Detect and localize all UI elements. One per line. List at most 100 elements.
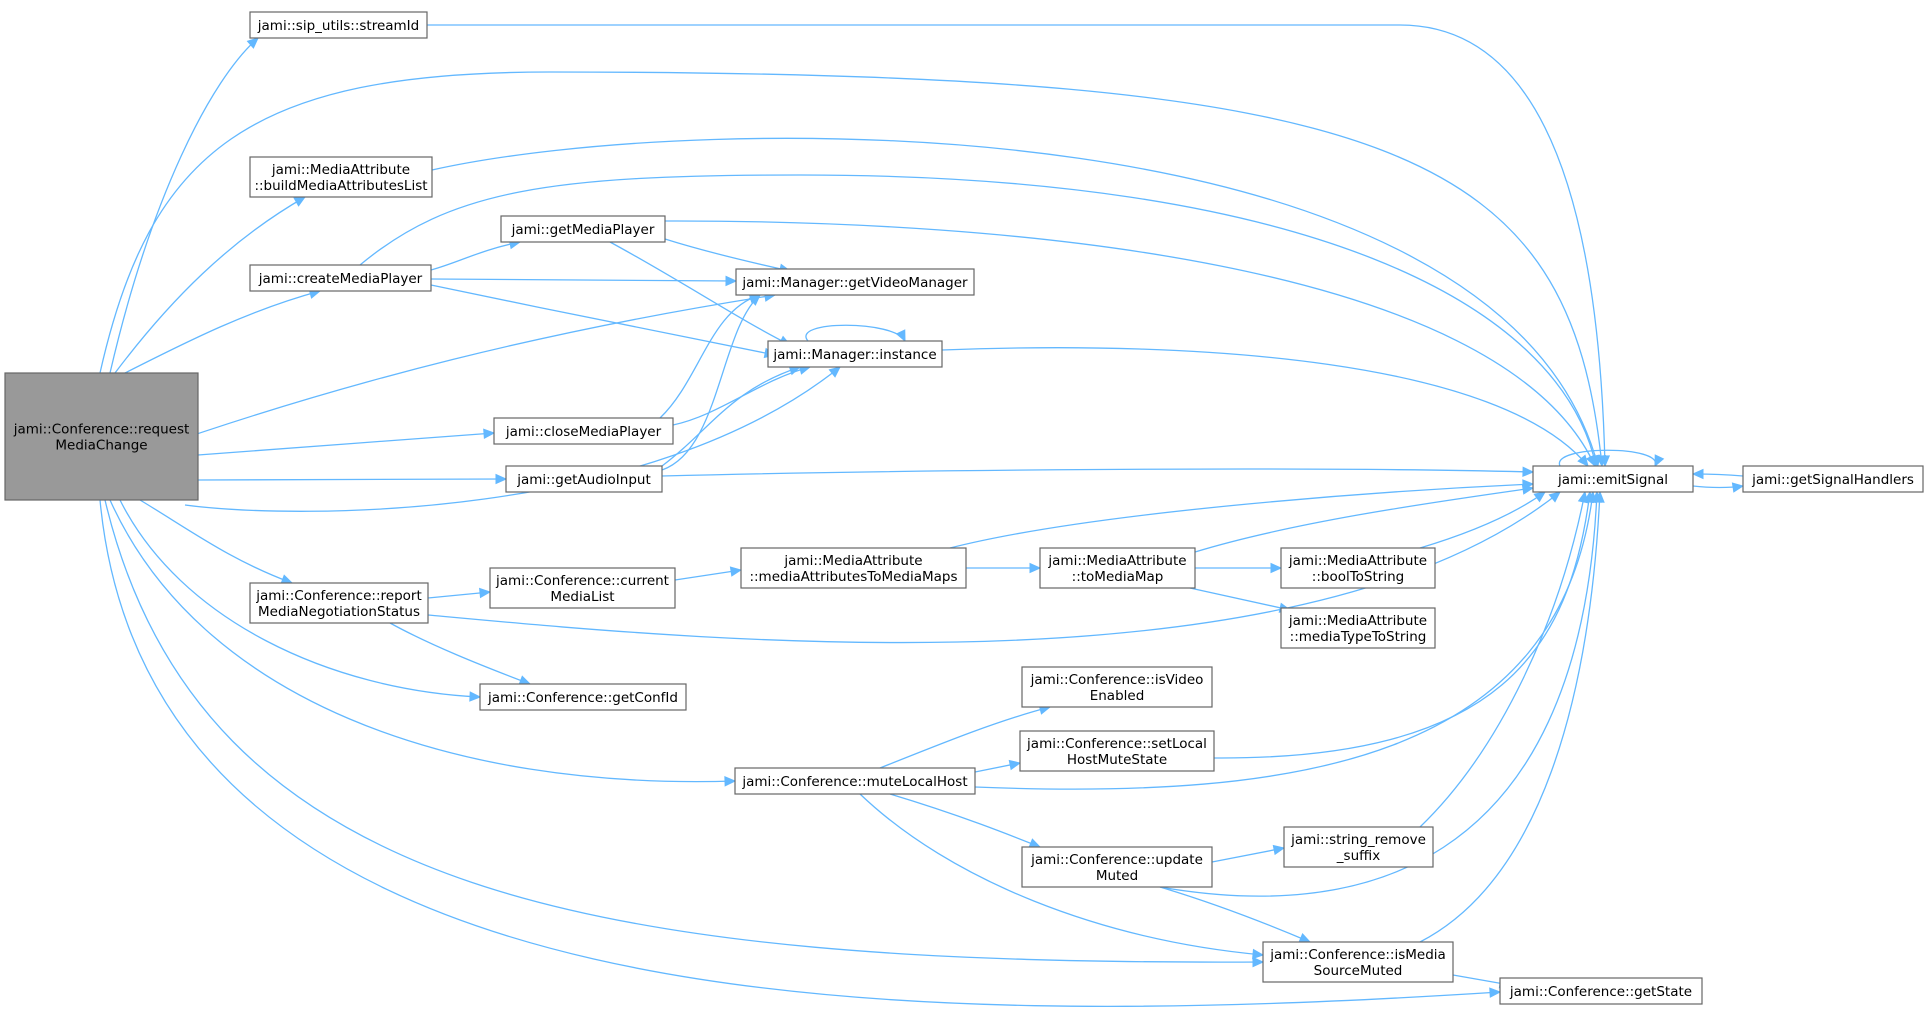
edge-instance-to-instance	[805, 324, 906, 343]
function-label: jami::MediaAttribute	[1047, 553, 1186, 569]
function-label: jami::Conference::update	[1030, 852, 1203, 868]
function-node[interactable]: jami::Manager::instance	[767, 340, 943, 368]
edge-root-to-isMSMuted	[104, 499, 1265, 968]
edge-root-to-getConfId	[119, 499, 482, 702]
function-label: jami::Conference::getState	[1509, 984, 1692, 1000]
edge-toMM-to-mtToStr	[1189, 587, 1292, 613]
function-node[interactable]: jami::string_remove_suffix	[1283, 826, 1434, 868]
edge-updateMuted-to-strRemSuf	[1211, 844, 1286, 863]
function-node[interactable]: jami::MediaAttribute::toMediaMap	[1039, 547, 1196, 589]
edge-root-to-createMP	[124, 288, 322, 374]
function-label: jami::Manager::getVideoManager	[741, 275, 968, 291]
function-label: MediaNegotiationStatus	[258, 604, 420, 620]
function-node[interactable]: jami::MediaAttribute::boolToString	[1280, 547, 1436, 589]
edge-getAI-to-instance	[661, 365, 802, 467]
function-label: ::boolToString	[1312, 569, 1404, 585]
function-label: jami::createMediaPlayer	[258, 271, 423, 287]
function-label: jami::MediaAttribute	[783, 553, 922, 569]
edge-root-to-streamId	[109, 37, 259, 374]
function-node[interactable]: jami::MediaAttribute::mediaTypeToString	[1280, 607, 1436, 649]
function-label: MediaChange	[55, 438, 147, 454]
function-node[interactable]: jami::closeMediaPlayer	[493, 417, 674, 445]
edge-strRemSuf-to-emitSignal	[1419, 490, 1589, 828]
function-label: jami::Conference::current	[495, 573, 669, 589]
function-label: jami::MediaAttribute	[1288, 613, 1427, 629]
function-label: ::mediaAttributesToMediaMaps	[749, 569, 957, 585]
function-label: jami::Conference::muteLocalHost	[741, 774, 967, 790]
function-label: _suffix	[1336, 848, 1380, 864]
edge-root-to-getVM	[149, 291, 777, 451]
edge-root-to-getState	[99, 499, 1502, 1007]
function-label: jami::sip_utils::streamId	[257, 18, 419, 34]
function-label: jami::getSignalHandlers	[1751, 472, 1914, 488]
edge-closeMP-to-instance	[672, 364, 812, 426]
edge-reportMNS-to-currentML	[427, 587, 492, 599]
function-label: jami::closeMediaPlayer	[505, 424, 662, 440]
edge-getAI-to-emitSignal	[661, 466, 1535, 478]
edge-boolToStr-to-emitSignal	[1419, 491, 1546, 549]
function-label: Muted	[1096, 868, 1138, 884]
function-label: jami::Conference::report	[255, 588, 422, 604]
function-label: HostMuteState	[1067, 752, 1167, 768]
edge-streamId-to-emitSignal	[427, 24, 1611, 468]
function-node[interactable]: jami::sip_utils::streamId	[249, 11, 428, 39]
edge-createMP-to-getVM	[430, 275, 738, 287]
edge-root-to-closeMP	[197, 428, 496, 456]
function-label: jami::string_remove	[1290, 832, 1426, 848]
function-label: jami::emitSignal	[1557, 472, 1668, 488]
function-node[interactable]: jami::getSignalHandlers	[1742, 465, 1924, 493]
function-node[interactable]: jami::getAudioInput	[505, 465, 663, 493]
function-label: jami::MediaAttribute	[271, 162, 410, 178]
function-node[interactable]: jami::getMediaPlayer	[500, 215, 666, 243]
function-node[interactable]: jami::Conference::getConfId	[479, 683, 687, 711]
function-node[interactable]: jami::Manager::getVideoManager	[735, 268, 975, 296]
function-node[interactable]: jami::emitSignal	[1532, 465, 1694, 493]
edge-getAI-to-getVM	[661, 294, 761, 471]
edge-root-to-instance	[184, 366, 841, 512]
call-nodes: jami::Conference::requestMediaChangejami…	[4, 11, 1924, 1005]
function-node[interactable]: jami::Conference::reportMediaNegotiation…	[249, 582, 429, 624]
edge-muteLH-to-isMSMuted	[859, 793, 1265, 960]
function-label: ::buildMediaAttributesList	[254, 178, 427, 194]
function-label: ::toMediaMap	[1072, 569, 1164, 585]
edge-instance-to-emitSignal	[941, 347, 1589, 467]
function-label: jami::getAudioInput	[516, 472, 651, 488]
function-label: jami::Manager::instance	[772, 347, 936, 363]
edge-reportMNS-to-getConfId	[389, 622, 532, 686]
edge-toMM-to-emitSignal	[1194, 484, 1535, 553]
edge-createMP-to-getMP	[430, 238, 522, 271]
function-node[interactable]: jami::Conference::muteLocalHost	[734, 767, 976, 795]
edge-root-to-muteLH	[109, 499, 737, 787]
function-node[interactable]: jami::MediaAttribute::mediaAttributesToM…	[740, 547, 967, 589]
edge-muteLH-to-updateMuted	[889, 793, 1042, 848]
call-edges	[99, 24, 1745, 1007]
edge-root-to-reportMNS	[139, 499, 294, 585]
function-label: jami::getMediaPlayer	[511, 222, 655, 238]
edge-getMP-to-emitSignal	[664, 220, 1596, 468]
function-label: SourceMuted	[1314, 963, 1403, 979]
function-label: jami::Conference::isMedia	[1269, 947, 1446, 963]
function-label: jami::MediaAttribute	[1288, 553, 1427, 569]
function-label: ::mediaTypeToString	[1290, 629, 1427, 645]
edge-emitSignal-to-emitSignal	[1559, 449, 1665, 468]
edge-isMSMuted-to-emitSignal	[1419, 490, 1605, 943]
function-node[interactable]: jami::MediaAttribute::buildMediaAttribut…	[249, 156, 433, 198]
edge-emitSignal-to-getSH	[1692, 482, 1745, 493]
function-label: jami::Conference::setLocal	[1026, 736, 1207, 752]
edge-currentML-to-maToMM	[674, 566, 743, 581]
function-label: Enabled	[1090, 688, 1145, 704]
function-node[interactable]: jami::createMediaPlayer	[249, 264, 432, 292]
function-label: jami::Conference::getConfId	[487, 690, 678, 706]
function-node[interactable]: jami::Conference::getState	[1499, 977, 1703, 1005]
edge-buildMAL-to-emitSignal	[431, 137, 1601, 468]
function-label: MediaList	[550, 589, 614, 605]
edge-getMP-to-getVM	[664, 238, 792, 274]
edge-toMM-to-boolToStr	[1195, 562, 1283, 574]
